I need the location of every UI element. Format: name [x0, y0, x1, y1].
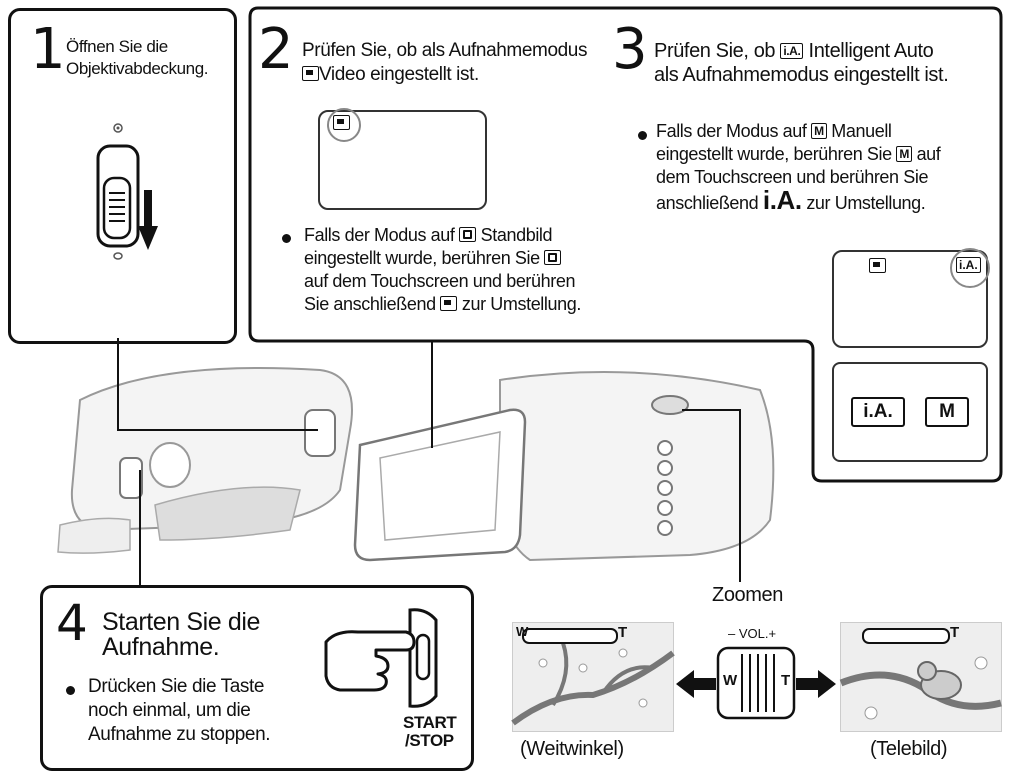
step2-note-line4-b: zur Umstellung. [457, 294, 581, 314]
step4-title-line2: Aufnahme. [102, 633, 220, 661]
wide-zoom-bar-t: T [618, 624, 628, 641]
step3-note-line2-wrap: eingestellt wurde, berühren Sie M auf [656, 143, 941, 165]
still-mode-icon-2 [544, 250, 562, 265]
zoom-t-label[interactable]: T [781, 672, 791, 689]
step3-note-line1-a: Falls der Modus auf [656, 121, 812, 141]
step3-text-line1-wrap: Prüfen Sie, ob i.A. Intelligent Auto [654, 40, 934, 62]
zoom-w-label[interactable]: W [723, 672, 738, 689]
step2-text-line1: Prüfen Sie, ob als Aufnahmemodus [302, 40, 588, 61]
step2-note-line1-wrap: Falls der Modus auf Standbild [304, 224, 553, 246]
step4-number: 4 [56, 594, 88, 652]
tele-zoom-bar [862, 628, 950, 644]
step2-screen-video-icon-circle [327, 108, 361, 142]
camcorder-right-illustration [353, 371, 775, 562]
still-mode-icon [459, 227, 477, 242]
start-stop-label-line1: START [403, 713, 457, 732]
step3-note-line3: dem Touchscreen und berühren Sie [656, 167, 929, 187]
finger-pressing-icon [324, 608, 438, 708]
step3-number: 3 [612, 17, 648, 82]
screen-video-mode-icon [333, 115, 350, 130]
lens-cover-slider-illustration [96, 123, 158, 260]
step3-screen-video-icon [869, 258, 887, 273]
step2-text-line2-wrap: Video eingestellt ist. [302, 64, 479, 86]
step3-note-line1-b: Manuell [826, 121, 892, 141]
wide-zoom-bar-w: W [516, 624, 529, 639]
step3-note-ia-bold: i.A. [762, 185, 802, 215]
step3-screen-ia-icon: i.A. [956, 257, 981, 273]
ia-mode-button[interactable]: i.A. [851, 397, 905, 427]
step3-note-line1-wrap: Falls der Modus auf M Manuell [656, 120, 892, 142]
step1-text-line2: Objektivabdeckung. [66, 59, 209, 78]
start-stop-label-line2: /STOP [405, 731, 454, 750]
step4-title-line1: Starten Sie die [102, 608, 260, 636]
step2-note-line1-b: Standbild [476, 225, 553, 245]
zoom-lever-illustration [676, 646, 836, 720]
manual-mode-button[interactable]: M [925, 397, 969, 427]
video-mode-icon-2 [440, 296, 458, 311]
step2-note-line4-a: Sie anschließend [304, 294, 441, 314]
step2-note-line2-a: eingestellt wurde, berühren Sie [304, 248, 545, 268]
step3-note-line2-a: eingestellt wurde, berühren Sie [656, 144, 897, 164]
wide-zoom-bar [522, 628, 618, 644]
step3-button-panel [832, 362, 988, 462]
tele-caption: (Telebild) [870, 738, 948, 760]
camcorder-left-illustration [57, 367, 353, 554]
manual-mode-icon-2: M [896, 146, 912, 162]
step2-text-line2: Video eingestellt ist. [319, 64, 479, 85]
vol-label: – VOL.+ [728, 626, 777, 641]
branch-illustration [511, 642, 675, 726]
bird-illustration [839, 656, 1002, 720]
step4-note-bullet [66, 686, 75, 695]
step3-note-line4-a: anschließend [656, 193, 763, 213]
step4-panel [40, 585, 474, 771]
step4-note-line1: Drücken Sie die Taste [88, 676, 265, 697]
step1-number: 1 [30, 17, 66, 82]
step2-note-bullet [282, 234, 291, 243]
wide-caption: (Weitwinkel) [520, 738, 624, 760]
tele-zoom-bar-t: T [950, 624, 960, 641]
manual-mode-icon: M [811, 123, 827, 139]
step3-text-line1-b: Intelligent Auto [803, 40, 934, 62]
step4-note-line3: Aufnahme zu stoppen. [88, 724, 271, 745]
step3-text-line1-a: Prüfen Sie, ob [654, 40, 781, 62]
step3-text-line2: als Aufnahmemodus eingestellt ist. [654, 64, 949, 86]
video-mode-icon [302, 66, 319, 81]
step4-note-line2: noch einmal, um die [88, 700, 251, 721]
step3-note-line4-b: zur Umstellung. [801, 193, 926, 213]
step3-screen-ia-circle [950, 248, 990, 288]
step2-note-line1-a: Falls der Modus auf [304, 225, 460, 245]
step3-note-bullet [638, 131, 647, 140]
step2-note-line3: auf dem Touchscreen und berühren [304, 271, 576, 291]
step2-number: 2 [258, 17, 294, 82]
step1-text-line1: Öffnen Sie die [66, 37, 168, 56]
zoom-label: Zoomen [712, 584, 783, 606]
ia-mode-icon: i.A. [780, 43, 804, 59]
step3-note-line2-b: auf [911, 144, 941, 164]
step3-note-line4-wrap: anschließend i.A. zur Umstellung. [656, 187, 926, 214]
step2-note-line4-wrap: Sie anschließend zur Umstellung. [304, 293, 581, 315]
step2-note-line2-wrap: eingestellt wurde, berühren Sie [304, 247, 562, 269]
